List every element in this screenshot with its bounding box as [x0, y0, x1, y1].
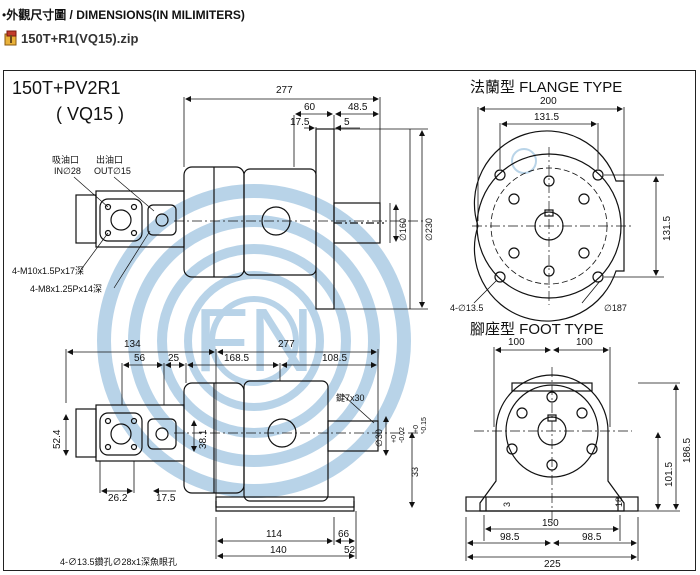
dim-168-5: 168.5	[224, 353, 249, 364]
model-title: 150T+PV2R1	[12, 78, 121, 98]
inlet-size: IN∅28	[54, 166, 81, 176]
heading-title-en: DIMENSIONS(IN MILIMITERS)	[76, 8, 245, 22]
inlet-label: 吸油口	[52, 154, 79, 165]
dim-56: 56	[134, 353, 146, 364]
dim-160: ∅160	[398, 218, 408, 241]
dim-52-4: 52.4	[52, 429, 63, 449]
dim-131-5-v: 131.5	[662, 216, 673, 241]
dim-52: 52	[344, 545, 356, 556]
dim-98-5-b: 98.5	[582, 532, 602, 543]
dim-17-5-bottom: 17.5	[156, 493, 176, 504]
dim-3: 3	[502, 502, 512, 507]
dim-66: 66	[338, 529, 350, 540]
heading-title-cn: 外觀尺寸圖	[6, 8, 67, 22]
dim-230: ∅230	[424, 218, 434, 241]
dim-108-5: 108.5	[322, 353, 347, 364]
heading-bullet: •	[2, 8, 7, 22]
dimension-drawing: FN 150T+PV2R1 ( VQ15 ) 法蘭型 FLANGE TYPE 腳…	[3, 70, 696, 571]
zip-file-icon	[4, 30, 18, 46]
tol-b-bot: -0.15	[421, 417, 428, 433]
dim-101-5: 101.5	[664, 462, 675, 487]
dim-26-2: 26.2	[108, 493, 128, 504]
watermark-text: FN	[194, 291, 314, 391]
zip-download-link[interactable]: 150T+R1(VQ15).zip	[21, 30, 139, 46]
flange-type-title: 法蘭型 FLANGE TYPE	[470, 79, 622, 96]
pcd-label: ∅187	[604, 303, 627, 313]
foot-front-view	[465, 367, 639, 521]
foot-type-title: 腳座型 FOOT TYPE	[470, 321, 604, 338]
dim-277-bottom: 277	[278, 339, 295, 350]
dim-225: 225	[544, 559, 561, 570]
heading-separator: /	[66, 8, 77, 22]
foot-front-dims	[465, 347, 680, 561]
dim-98-5-a: 98.5	[500, 532, 520, 543]
foot-holes-label: 4-∅13.5鑽孔∅28x1深魚眼孔	[60, 556, 177, 567]
dim-18: 18	[614, 497, 624, 507]
shaft-30-label: ∅30	[374, 429, 384, 447]
model-code: ( VQ15 )	[56, 104, 124, 124]
watermark-logo: FN	[97, 148, 537, 498]
flange-side-view	[75, 128, 424, 310]
dim-134: 134	[124, 339, 141, 350]
key-label: 鍵7x30	[336, 392, 365, 403]
top-dims	[183, 96, 428, 310]
tol-a-top: +0	[391, 435, 398, 443]
dim-17-5-top: 17.5	[290, 117, 310, 128]
dim-100-a: 100	[508, 337, 525, 348]
outlet-label: 出油口	[96, 154, 123, 165]
drawing-canvas: FN 150T+PV2R1 ( VQ15 ) 法蘭型 FLANGE TYPE 腳…	[12, 78, 693, 570]
tol-a-bot: -0.02	[399, 427, 406, 443]
dim-140: 140	[270, 545, 287, 556]
thread-b: 4-M8x1.25Px14深	[30, 284, 102, 294]
dim-38-1: 38.1	[198, 429, 209, 449]
dimensions-heading: •外觀尺寸圖 / DIMENSIONS(IN MILIMITERS)	[2, 6, 245, 23]
dim-100-b: 100	[576, 337, 593, 348]
foot-side-dims	[63, 349, 415, 559]
dim-60: 60	[304, 102, 316, 113]
dim-186-5: 186.5	[682, 438, 693, 463]
foot-side-view	[75, 380, 424, 512]
outlet-size: OUT∅15	[94, 166, 131, 176]
port-leaders	[73, 176, 155, 289]
dim-131-5: 131.5	[534, 112, 559, 123]
dim-277-top: 277	[276, 85, 293, 96]
flange-front-view	[472, 130, 632, 322]
dim-25: 25	[168, 353, 180, 364]
dim-150: 150	[542, 518, 559, 529]
dim-200: 200	[540, 96, 557, 107]
download-row: 150T+R1(VQ15).zip	[4, 28, 138, 48]
dim-114: 114	[266, 529, 282, 540]
dim-48-5: 48.5	[348, 102, 368, 113]
thread-a: 4-M10x1.5Px17深	[12, 266, 84, 276]
bolt-hole-label: 4-∅13.5	[450, 303, 483, 313]
dim-5: 5	[344, 117, 350, 128]
dim-33: 33	[410, 467, 420, 477]
tol-b-top: +0	[413, 425, 420, 433]
flange-dims	[473, 106, 664, 304]
